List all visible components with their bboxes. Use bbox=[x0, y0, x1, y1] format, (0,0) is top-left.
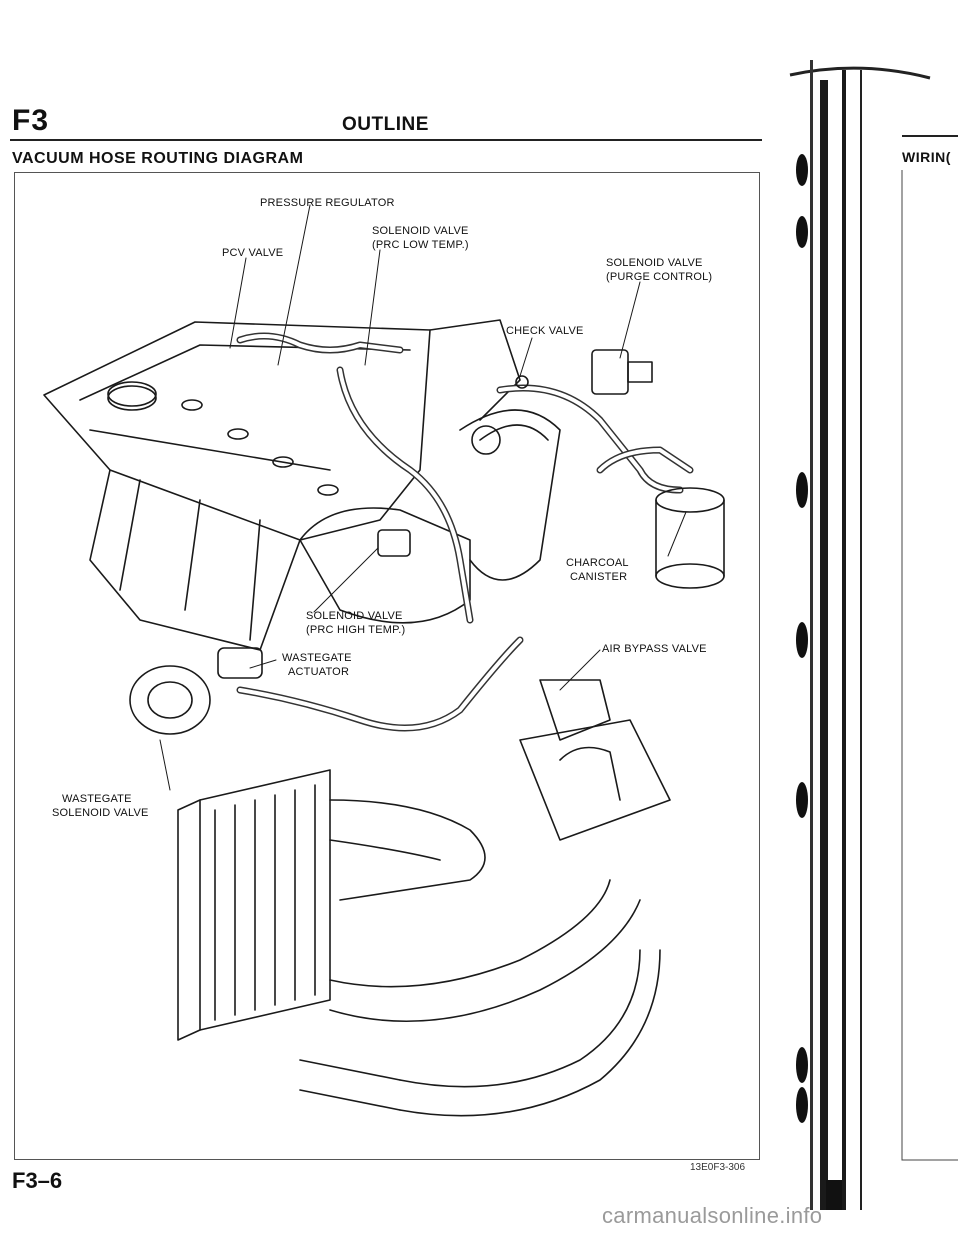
label-pressure-regulator: PRESSURE REGULATOR bbox=[260, 197, 395, 209]
label-wastegate-sol-line2: SOLENOID VALVE bbox=[52, 807, 149, 819]
label-solenoid-high-line2: (PRC HIGH TEMP.) bbox=[306, 624, 406, 636]
label-solenoid-low-line1: SOLENOID VALVE bbox=[372, 225, 469, 237]
wastegate-actuator bbox=[217, 647, 263, 679]
label-air-bypass-valve: AIR BYPASS VALVE bbox=[602, 643, 707, 655]
label-check-valve: CHECK VALVE bbox=[506, 325, 584, 337]
adjacent-page-rule bbox=[902, 135, 958, 137]
diagram-frame bbox=[14, 172, 760, 1160]
section-title: OUTLINE bbox=[342, 114, 429, 135]
label-solenoid-high-temp: SOLENOID VALVE (PRC HIGH TEMP.) bbox=[306, 609, 405, 637]
figure-code: 13E0F3-306 bbox=[690, 1162, 746, 1173]
label-wastegate-solenoid: WASTEGATE SOLENOID VALVE bbox=[52, 792, 149, 820]
label-solenoid-low-temp: SOLENOID VALVE (PRC LOW TEMP.) bbox=[372, 224, 469, 252]
page-number: F3–6 bbox=[12, 1168, 63, 1193]
label-pcv-valve: PCV VALVE bbox=[222, 247, 284, 259]
label-charcoal-line1: CHARCOAL bbox=[566, 557, 629, 569]
intercooler-pipe bbox=[329, 799, 486, 901]
intake-duct bbox=[459, 409, 561, 581]
check-valve bbox=[515, 375, 529, 389]
label-wastegate-sol-line1: WASTEGATE bbox=[62, 793, 132, 805]
label-solenoid-low-line2: (PRC LOW TEMP.) bbox=[372, 239, 469, 251]
adjacent-page-title: WIRIN( bbox=[902, 149, 951, 165]
solenoid-prc-high bbox=[377, 529, 411, 557]
turbocharger bbox=[129, 665, 211, 735]
label-charcoal-canister: CHARCOAL CANISTER bbox=[566, 556, 629, 584]
label-solenoid-purge-line2: (PURGE CONTROL) bbox=[606, 271, 713, 283]
label-wastegate-act-line1: WASTEGATE bbox=[282, 652, 352, 664]
air-bypass-valve bbox=[539, 679, 611, 741]
label-solenoid-purge: SOLENOID VALVE (PURGE CONTROL) bbox=[606, 256, 712, 284]
label-solenoid-high-line1: SOLENOID VALVE bbox=[306, 610, 403, 622]
engine-block bbox=[89, 469, 301, 651]
oil-filler-cap bbox=[107, 381, 157, 407]
watermark: carmanualsonline.info bbox=[602, 1203, 823, 1228]
diagram-title: VACUUM HOSE ROUTING DIAGRAM bbox=[12, 150, 304, 167]
label-solenoid-purge-line1: SOLENOID VALVE bbox=[606, 257, 703, 269]
section-code: F3 bbox=[12, 104, 50, 137]
airflow-meter bbox=[519, 719, 671, 841]
intercooler bbox=[199, 769, 331, 1031]
label-wastegate-actuator: WASTEGATE ACTUATOR bbox=[282, 651, 352, 679]
header-rule bbox=[10, 139, 762, 141]
label-wastegate-act-line2: ACTUATOR bbox=[288, 666, 350, 678]
label-charcoal-line2: CANISTER bbox=[570, 571, 628, 583]
